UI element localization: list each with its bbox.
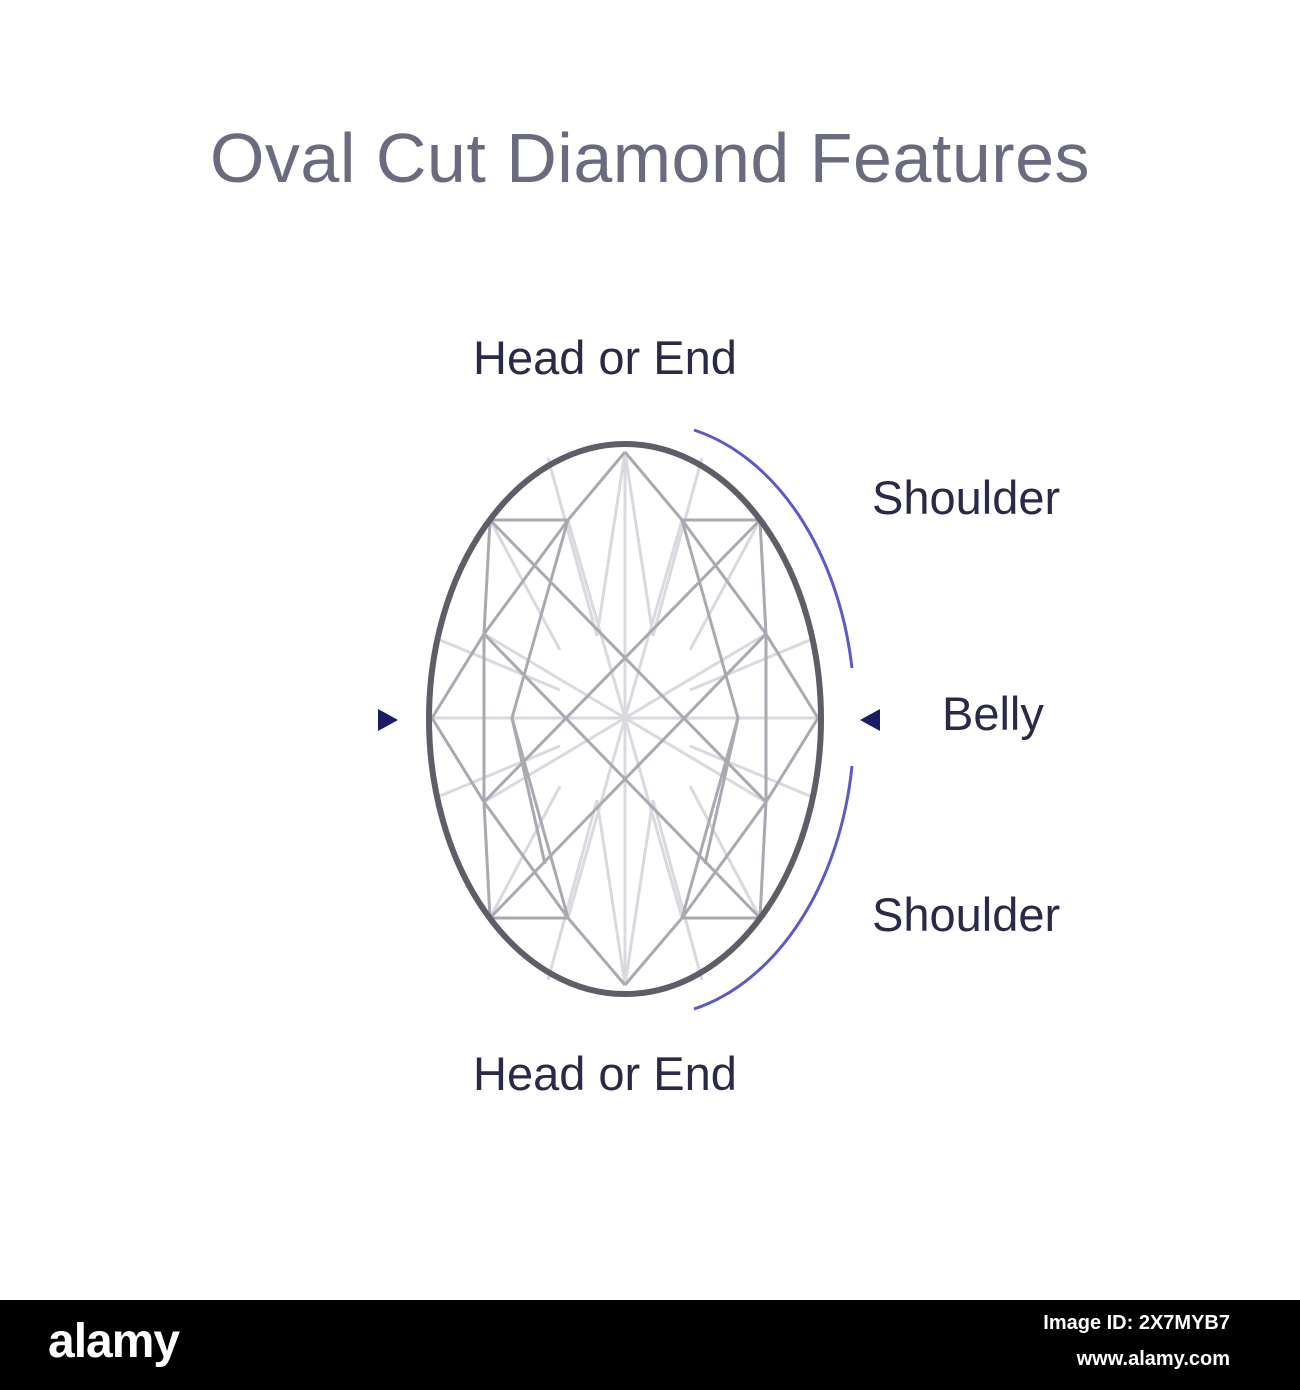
oval-diamond-diagram [378, 428, 880, 1011]
image-id-text: Image ID: 2X7MYB7 [1043, 1312, 1230, 1334]
right-belly-marker-icon [860, 709, 880, 731]
shoulder-bottom-label: Shoulder [872, 888, 1061, 941]
head-bottom-label: Head or End [473, 1047, 737, 1100]
bottom-shoulder-bracket [693, 765, 854, 1011]
shoulder-top-label: Shoulder [872, 471, 1061, 524]
top-shoulder-bracket [693, 428, 854, 669]
left-belly-marker-icon [378, 709, 398, 731]
alamy-logo: alamy [48, 1315, 180, 1368]
main-facets [430, 451, 820, 986]
diagram-title: Oval Cut Diamond Features [209, 119, 1091, 197]
belly-label: Belly [942, 687, 1044, 740]
diagram-canvas: Oval Cut Diamond Features [209, 119, 1091, 1100]
light-facets [432, 451, 818, 986]
watermark-footer: alamy Image ID: 2X7MYB7 www.alamy.com [0, 1300, 1300, 1390]
site-url-text: www.alamy.com [1076, 1348, 1230, 1370]
head-top-label: Head or End [473, 331, 737, 384]
oval-outline [426, 441, 824, 997]
